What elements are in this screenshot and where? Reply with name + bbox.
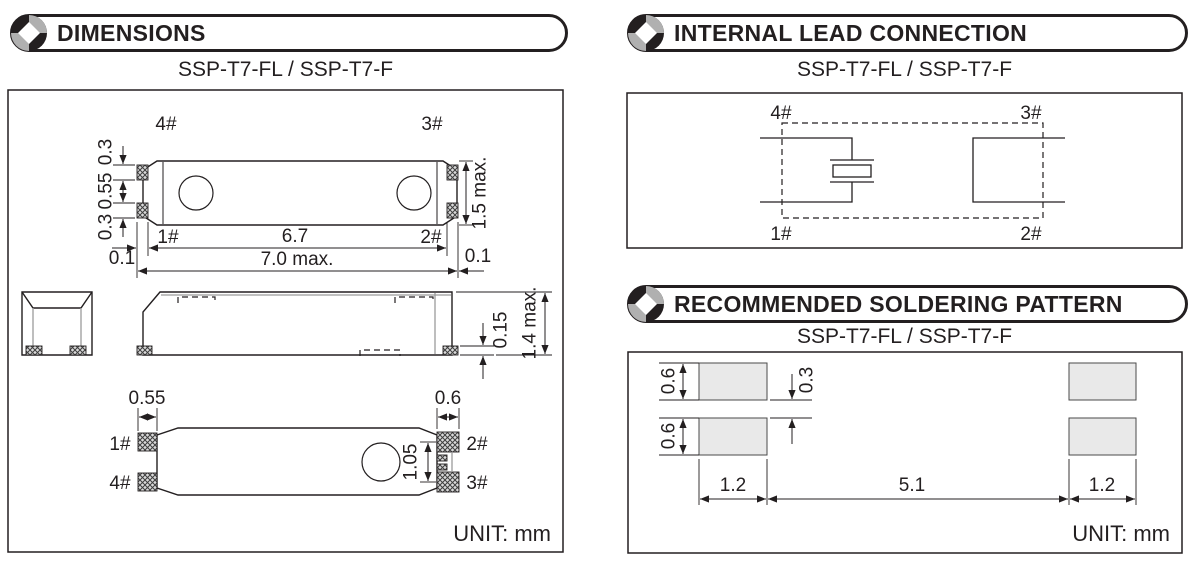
soldering-part-number: SSP-T7-FL / SSP-T7-F: [796, 325, 1013, 348]
dimensions-side-view: 0.15 1.4 max.: [21, 287, 552, 379]
pin-label-4: 4#: [155, 114, 177, 135]
bottom-view-pad-2: [436, 431, 460, 453]
pin-label-1: 1#: [109, 434, 131, 455]
section-title-internal-lead: INTERNAL LEAD CONNECTION: [674, 19, 1028, 46]
bottom-view-pad-4: [137, 472, 158, 492]
top-view-pad-1: [136, 202, 149, 219]
section-title-dimensions: DIMENSIONS: [57, 19, 206, 46]
dimensions-top-view: 4# 3# 1# 2# 0.3 0.55 0.3 1.5 max. 6.7 7.…: [96, 114, 491, 278]
shorted-lead-bracket: [972, 137, 1065, 203]
solder-pad-bottom-left: [698, 417, 768, 456]
top-view-pad-3: [446, 164, 459, 181]
solder-pad-top-left: [698, 362, 768, 401]
pinwheel-badge-icon: [628, 15, 664, 51]
dim-height: 1.4 max.: [520, 287, 541, 360]
pin-label-4: 4#: [109, 473, 131, 494]
dimensions-bottom-view: 1# 4# 2# 3# 0.55 0.6 1.05 UNIT: mm: [109, 388, 551, 546]
dim-pad-height-top: 0.6: [659, 368, 680, 394]
pin-label-2: 2#: [420, 227, 442, 248]
internal-lead-part-number: SSP-T7-FL / SSP-T7-F: [796, 58, 1013, 81]
dim-center-span: 5.1: [899, 475, 925, 496]
pin-label-3: 3#: [1020, 103, 1042, 124]
soldering-pattern-diagram: 0.6 0.6 0.3 1.2 5.1 1.2 UNIT: mm: [659, 362, 1170, 546]
section-header-internal-lead: INTERNAL LEAD CONNECTION: [627, 14, 1188, 52]
internal-lead-panel-frame: [626, 92, 1183, 249]
pin-label-4: 4#: [770, 103, 792, 124]
dim-margin-right: 0.1: [465, 246, 491, 267]
unit-label: UNIT: mm: [1072, 521, 1170, 546]
dim-pad-bottom: 0.3: [96, 214, 117, 240]
dimensions-part-number: SSP-T7-FL / SSP-T7-F: [177, 58, 394, 81]
bottom-view-pad-3: [436, 471, 460, 493]
top-view-pad-4: [136, 164, 149, 181]
dim-pad-top: 0.3: [96, 139, 117, 165]
pinwheel-badge-icon: [628, 286, 664, 322]
dim-pad-height-bottom: 0.6: [659, 423, 680, 449]
dim-pad-gap: 0.55: [96, 173, 117, 210]
section-header-soldering: RECOMMENDED SOLDERING PATTERN: [627, 285, 1188, 323]
pin-label-1: 1#: [770, 224, 792, 245]
dim-pad-width-right: 0.6: [435, 388, 461, 409]
dim-pad-width-left: 1.2: [720, 475, 746, 496]
dim-pad-pitch: 1.05: [401, 444, 422, 481]
solder-pad-top-right: [1068, 362, 1137, 401]
dim-pad-width-left: 0.55: [129, 388, 166, 409]
dim-inner-length: 6.7: [282, 226, 308, 247]
unit-label: UNIT: mm: [453, 521, 551, 546]
solder-pad-bottom-right: [1068, 417, 1137, 456]
package-outline-dashed: [781, 122, 1044, 219]
dim-pad-width-right: 1.2: [1089, 475, 1115, 496]
crystal-symbol: [760, 137, 874, 203]
pinwheel-badge-icon: [11, 15, 47, 51]
dim-total-length: 7.0 max.: [261, 249, 334, 270]
bottom-view-pad-1: [137, 432, 158, 452]
dim-width: 1.5 max.: [470, 157, 491, 230]
dim-pad-thickness: 0.15: [491, 312, 512, 349]
pin-label-3: 3#: [421, 114, 443, 135]
dim-margin-left: 0.1: [109, 248, 135, 269]
pin-label-2: 2#: [1020, 224, 1042, 245]
pin-label-1: 1#: [157, 227, 179, 248]
section-title-soldering: RECOMMENDED SOLDERING PATTERN: [674, 290, 1123, 317]
dim-vertical-gap: 0.3: [797, 367, 818, 393]
pin-label-2: 2#: [466, 434, 488, 455]
top-view-pad-2: [446, 202, 459, 219]
section-header-dimensions: DIMENSIONS: [10, 14, 568, 52]
internal-lead-diagram: 4# 3# 1# 2#: [760, 103, 1065, 245]
pin-label-3: 3#: [466, 473, 488, 494]
